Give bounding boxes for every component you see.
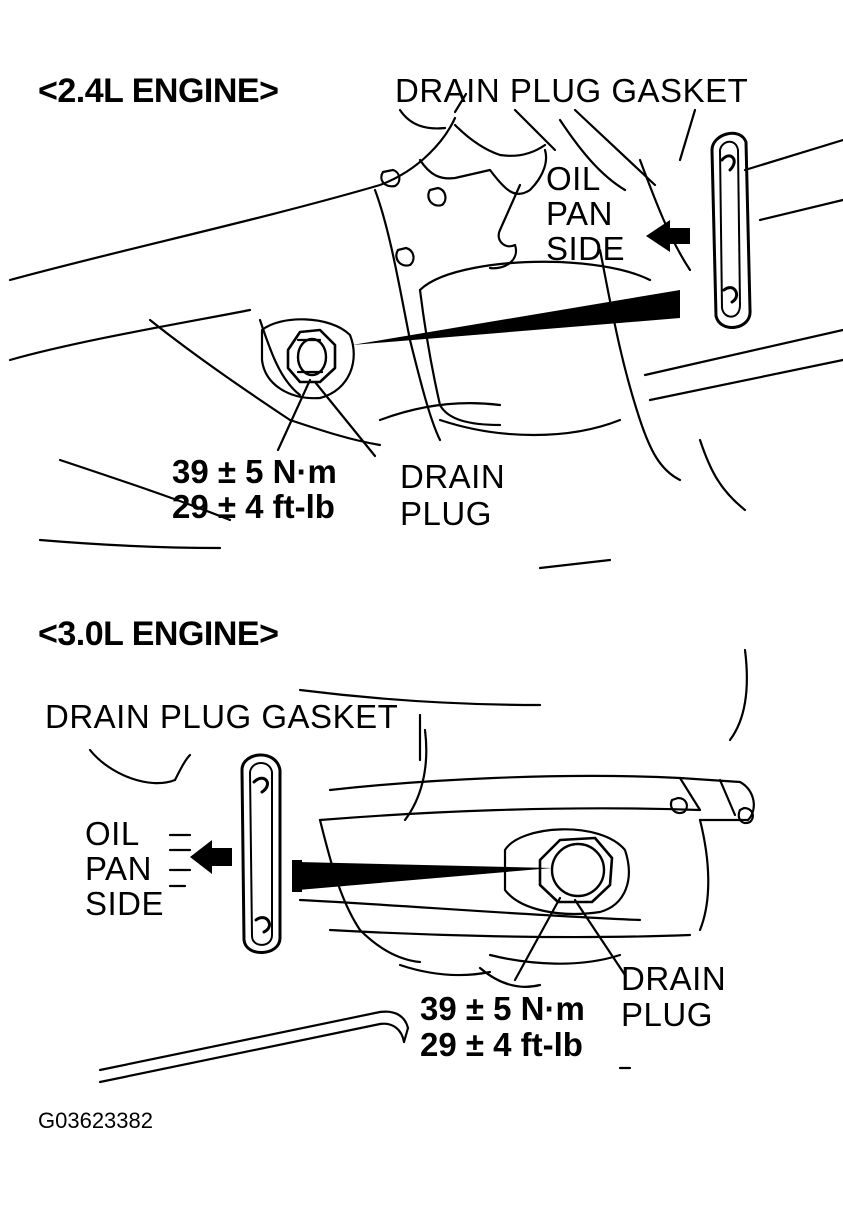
gasket-icon	[710, 131, 752, 329]
drain-plug-label-bottom-1: DRAIN	[621, 960, 727, 997]
oil-pan-side-label-top-2: PAN	[546, 195, 613, 232]
oil-pan-side-label-top-1: OIL	[546, 160, 601, 197]
torque-ftlb-top: 29 ± 4 ft-lb	[172, 488, 335, 525]
arrow-icon	[646, 220, 690, 252]
torque-ftlb-bottom: 29 ± 4 ft-lb	[420, 1026, 583, 1063]
callout-wedge	[298, 862, 552, 890]
torque-nm-bottom: 39 ± 5 N·m	[420, 990, 585, 1027]
torque-nm-top: 39 ± 5 N·m	[172, 453, 337, 490]
oil-pan-side-label-bottom-2: PAN	[85, 850, 152, 887]
gasket-label-top: DRAIN PLUG GASKET	[395, 72, 749, 109]
drain-plug-label-top-2: PLUG	[400, 495, 492, 532]
callout-wedge	[352, 290, 680, 345]
drain-plug-label-top-1: DRAIN	[400, 458, 506, 495]
oil-pan-side-label-top-3: SIDE	[546, 230, 626, 267]
heading-engine-24: <2.4L ENGINE>	[38, 72, 279, 110]
gasket-icon	[240, 753, 282, 954]
drain-plug-label-bottom-2: PLUG	[621, 996, 713, 1033]
figure-code: G03623382	[38, 1108, 153, 1133]
engine-24-illustration	[8, 92, 843, 570]
gasket-label-bottom: DRAIN PLUG GASKET	[45, 698, 399, 735]
arrow-icon	[190, 840, 232, 874]
oil-pan-side-label-bottom-3: SIDE	[85, 885, 165, 922]
engine-30-illustration	[88, 648, 755, 1084]
oil-pan-side-label-bottom-1: OIL	[85, 815, 140, 852]
heading-engine-30: <3.0L ENGINE>	[38, 615, 279, 653]
